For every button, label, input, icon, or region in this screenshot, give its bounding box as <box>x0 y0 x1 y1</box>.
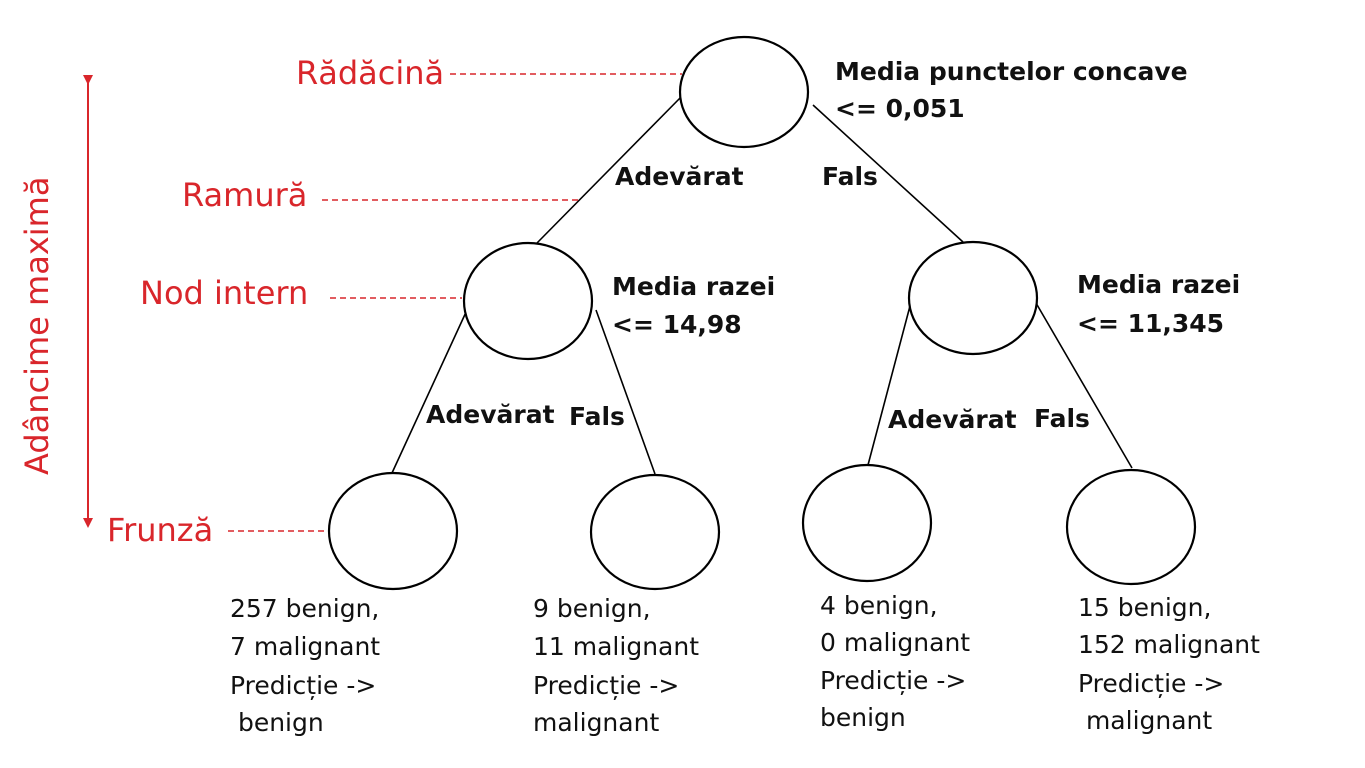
root-condition-line2: <= 0,051 <box>835 94 965 123</box>
branch-label: Ramură <box>182 176 307 214</box>
edge-left-to-leaf1 <box>391 309 468 474</box>
internal-node-right <box>907 240 1039 356</box>
edge-root-to-left <box>536 94 684 244</box>
leaf-node-2 <box>589 473 721 591</box>
conditions: Media punctelor concave <= 0,051 Media r… <box>612 57 1240 339</box>
leaf-3-text: 4 benign, 0 malignant Predicție -> benig… <box>820 591 970 732</box>
tree-edges <box>391 94 1133 475</box>
internal-left-condition-line2: <= 14,98 <box>612 310 742 339</box>
tree-nodes <box>327 35 1197 591</box>
leaf-2-text: 9 benign, 11 malignant Predicție -> mali… <box>533 594 699 737</box>
edge-right-to-leaf3 <box>867 305 911 466</box>
edge-labels: Adevărat Fals Adevărat Fals Adevărat Fal… <box>426 162 1090 434</box>
internal-left-true-label: Adevărat <box>426 400 555 429</box>
internal-right-condition-line2: <= 11,345 <box>1077 309 1224 338</box>
root-false-label: Fals <box>822 162 878 191</box>
internal-node-label: Nod intern <box>140 274 308 312</box>
internal-right-condition-line1: Media razei <box>1077 270 1240 299</box>
internal-right-true-label: Adevărat <box>888 405 1017 434</box>
internal-right-false-label: Fals <box>1034 404 1090 433</box>
leaf-texts: 257 benign, 7 malignant Predicție -> ben… <box>0 0 1260 737</box>
leaf-label: Frunză <box>107 511 213 549</box>
root-true-label: Adevărat <box>615 162 744 191</box>
max-depth-label: Adâncime maximă <box>18 177 56 475</box>
edge-left-to-leaf2 <box>595 309 656 475</box>
leaf-1-text: 257 benign, 7 malignant Predicție -> ben… <box>0 0 436 737</box>
internal-node-left <box>462 241 594 361</box>
annotations: Rădăcină Ramură Nod intern Frunză Adânci… <box>18 54 682 549</box>
leaf-node-1 <box>327 471 459 591</box>
root-condition-line1: Media punctelor concave <box>835 57 1188 86</box>
internal-left-condition-line1: Media razei <box>612 272 775 301</box>
leaf-node-3 <box>801 463 933 583</box>
root-node <box>678 35 810 149</box>
root-label: Rădăcină <box>296 54 444 92</box>
internal-left-false-label: Fals <box>569 402 625 431</box>
edge-root-to-right <box>812 104 964 243</box>
edge-right-to-leaf4 <box>1035 302 1133 469</box>
leaf-4-text: 15 benign, 152 malignant Predicție -> ma… <box>1078 593 1260 735</box>
leaf-node-4 <box>1065 468 1197 586</box>
